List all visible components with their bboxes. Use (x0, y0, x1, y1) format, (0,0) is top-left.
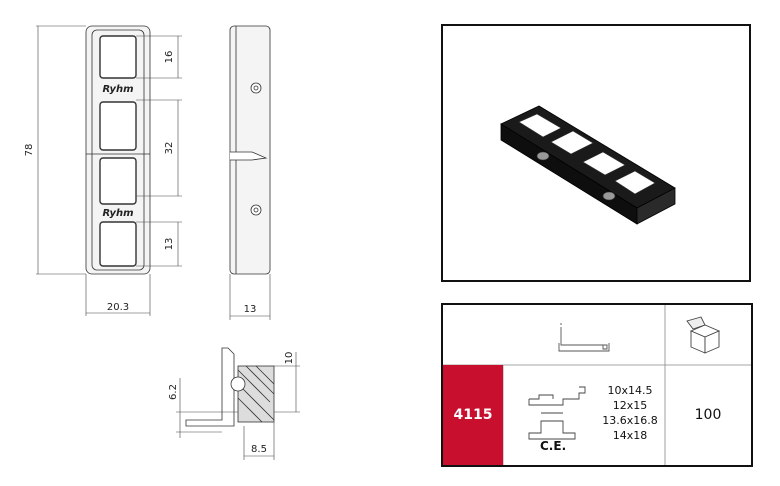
product-code-cell: 4115 (443, 365, 503, 465)
profile-size: 14x18 (612, 429, 648, 442)
box-package-icon (686, 316, 721, 354)
front-logo-bottom: Ryhm (102, 208, 133, 219)
profile-drawing (528, 386, 586, 440)
dim-20-lines (85, 274, 151, 316)
dim-13-lines (229, 274, 271, 320)
dim-section-6-2: 6.2 (168, 384, 179, 400)
spec-table: 4115 10x14.5 12x15 13.6x16.8 14x18 C.E. … (441, 303, 753, 467)
profile-size: 10x14.5 (607, 384, 653, 397)
dim-width-20-3: 20.3 (107, 302, 129, 313)
dim-window-16: 16 (164, 51, 175, 64)
dim-window-32: 32 (164, 142, 175, 155)
dim-78-lines (36, 25, 86, 275)
table-grid (443, 305, 751, 465)
dim-height-78: 78 (24, 144, 35, 157)
dim-side-13: 13 (244, 304, 257, 315)
profile-sizes: 10x14.5 12x15 13.6x16.8 14x18 (590, 383, 670, 443)
profile-section-icon (558, 323, 610, 352)
product-render (500, 105, 676, 225)
dim-window-lines (136, 35, 182, 267)
quantity-value: 100 (694, 407, 722, 423)
section-view (185, 347, 275, 427)
technical-drawing: Ryhm Ryhm 78 20.3 16 32 13 (24, 25, 300, 460)
product-code: 4115 (453, 407, 493, 423)
front-view (85, 25, 151, 275)
ce-label: C.E. (540, 439, 567, 453)
profile-size: 12x15 (612, 399, 648, 412)
product-photo-frame (441, 24, 751, 282)
dim-section-lines (176, 352, 300, 460)
front-logo-top: Ryhm (102, 84, 133, 95)
dim-window-13: 13 (164, 238, 175, 251)
side-view (229, 25, 271, 275)
dim-section-8-5: 8.5 (251, 444, 267, 455)
dim-section-10: 10 (284, 352, 295, 365)
profile-size: 13.6x16.8 (602, 414, 658, 427)
